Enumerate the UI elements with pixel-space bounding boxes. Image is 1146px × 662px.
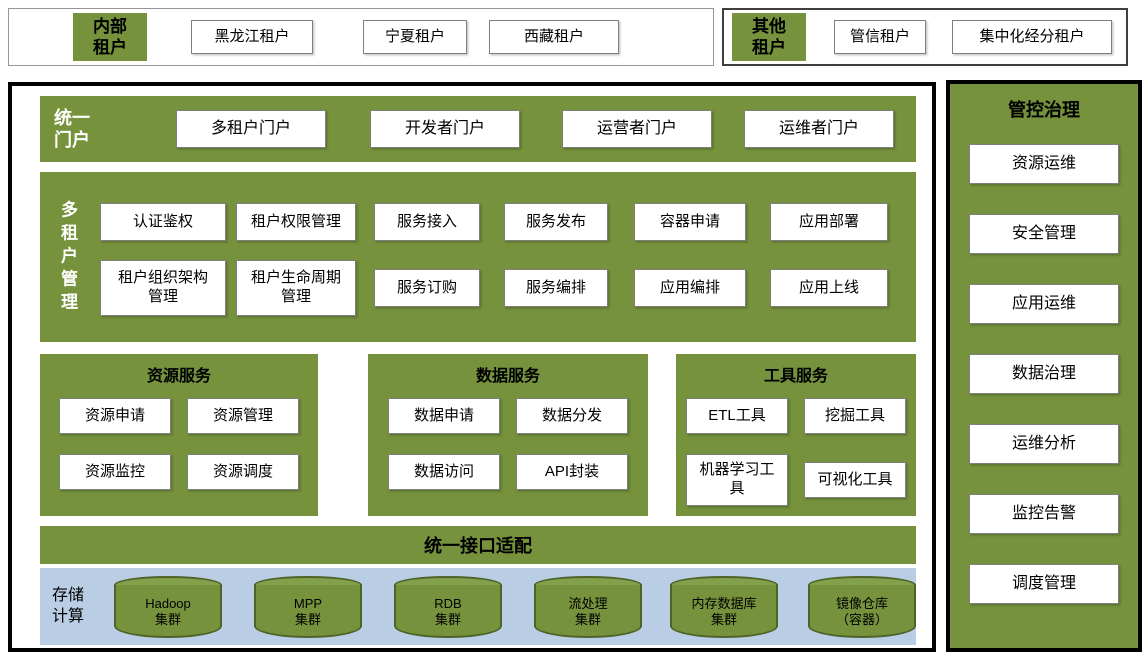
tool-services-block: 工具服务 ETL工具 挖掘工具 机器学习工具 可视化工具	[676, 354, 916, 516]
cylinder-body-icon	[114, 584, 222, 638]
cylinder-body-icon	[670, 584, 778, 638]
tenant-box: 集中化经分租户	[952, 20, 1112, 54]
tool-services-grid: ETL工具 挖掘工具 机器学习工具 可视化工具	[676, 398, 916, 506]
cluster-suffix: （容器）	[835, 611, 888, 627]
governance-title: 管控治理	[1008, 100, 1080, 120]
resource-services-grid: 资源申请 资源管理 资源监控 资源调度	[40, 398, 318, 490]
governance-items: 资源运维 安全管理 应用运维 数据治理 运维分析 监控告警 调度管理	[950, 144, 1138, 604]
tm-box: 租户组织架构管理	[100, 260, 226, 316]
tenant-box: 管信租户	[834, 20, 926, 54]
cluster-name: MPP	[293, 595, 323, 611]
storage-compute-label: 存储计算	[52, 586, 85, 625]
internal-tenants-label: 内部租户	[73, 13, 147, 61]
tm-box: 应用部署	[770, 203, 888, 241]
data-services-block: 数据服务 数据申请 数据分发 数据访问 API封装	[368, 354, 648, 516]
cluster-label: 流处理 集群	[536, 588, 640, 636]
mpp-cluster-cylinder: MPP 集群	[254, 575, 362, 638]
cluster-suffix: 集群	[434, 611, 461, 627]
resource-services-title: 资源服务	[146, 368, 211, 385]
tm-box: 认证鉴权	[100, 203, 226, 241]
cylinder-body-icon	[394, 584, 502, 638]
service-box: 数据访问	[388, 454, 500, 490]
tm-box: 服务订购	[374, 269, 480, 307]
portal-label: 统一门户	[54, 107, 90, 151]
governance-item: 运维分析	[969, 424, 1119, 464]
stream-cluster-cylinder: 流处理 集群	[534, 575, 642, 638]
tenant-box: 西藏租户	[489, 20, 619, 54]
cylinder-body-icon	[534, 584, 642, 638]
tm-box: 应用上线	[770, 269, 888, 307]
portal-row: 统一门户 多租户门户 开发者门户 运营者门户 运维者门户	[40, 96, 916, 162]
governance-item: 资源运维	[969, 144, 1119, 184]
platform-box: 统一门户 多租户门户 开发者门户 运营者门户 运维者门户 多租户管理 认证鉴权 …	[8, 82, 936, 652]
portal-box: 开发者门户	[370, 110, 520, 148]
tm-box: 服务发布	[504, 203, 608, 241]
tenant-management-row1: 认证鉴权 租户权限管理 服务接入 服务发布 容器申请 应用部署	[100, 203, 888, 241]
internal-tenants-group: 内部租户 黑龙江租户 宁夏租户 西藏租户	[8, 8, 714, 66]
data-services-title: 数据服务	[475, 368, 540, 385]
cluster-suffix: 集群	[294, 611, 321, 627]
tm-box: 应用编排	[634, 269, 746, 307]
service-box: 数据分发	[516, 398, 628, 434]
tenant-management-label: 多租户管理	[61, 200, 78, 312]
tm-box: 服务编排	[504, 269, 608, 307]
service-box: 资源监控	[59, 454, 171, 490]
cluster-label: 内存数据库 集群	[672, 588, 776, 636]
tm-box: 租户权限管理	[236, 203, 356, 241]
cylinder-body-icon	[808, 584, 916, 638]
resource-services-block: 资源服务 资源申请 资源管理 资源监控 资源调度	[40, 354, 318, 516]
cluster-name: 流处理	[568, 595, 608, 611]
governance-item: 应用运维	[969, 284, 1119, 324]
service-box: API封装	[516, 454, 628, 490]
cluster-suffix: 集群	[710, 611, 737, 627]
storage-compute-row: 存储计算 Hadoop 集群 MPP 集群	[40, 568, 916, 645]
cluster-name: Hadoop	[145, 595, 191, 611]
cluster-suffix: 集群	[154, 611, 181, 627]
cluster-name: 内存数据库	[691, 595, 757, 611]
tm-box: 租户生命周期管理	[236, 260, 356, 316]
governance-item: 安全管理	[969, 214, 1119, 254]
rdb-cluster-cylinder: RDB 集群	[394, 575, 502, 638]
service-box: 挖掘工具	[804, 398, 906, 434]
other-tenants-label: 其他租户	[732, 13, 806, 61]
governance-item: 监控告警	[969, 494, 1119, 534]
service-box: 资源调度	[187, 454, 299, 490]
cylinder-body-icon	[254, 584, 362, 638]
tenant-box: 宁夏租户	[363, 20, 467, 54]
governance-item: 调度管理	[969, 564, 1119, 604]
service-box: 资源管理	[187, 398, 299, 434]
service-box: 数据申请	[388, 398, 500, 434]
service-box: 可视化工具	[804, 462, 906, 498]
tool-services-title: 工具服务	[763, 368, 828, 385]
portal-box: 运营者门户	[562, 110, 712, 148]
governance-sidebar: 管控治理 资源运维 安全管理 应用运维 数据治理 运维分析 监控告警 调度管理	[946, 80, 1142, 652]
service-box: ETL工具	[686, 398, 788, 434]
cluster-label: MPP 集群	[256, 588, 360, 636]
service-box: 资源申请	[59, 398, 171, 434]
tm-box: 服务接入	[374, 203, 480, 241]
tenant-management-block: 多租户管理 认证鉴权 租户权限管理 服务接入 服务发布 容器申请 应用部署 租户…	[40, 172, 916, 342]
portal-box: 多租户门户	[176, 110, 326, 148]
inmemory-db-cluster-cylinder: 内存数据库 集群	[670, 575, 778, 638]
adapter-bar: 统一接口适配	[40, 526, 916, 564]
governance-item: 数据治理	[969, 354, 1119, 394]
cluster-label: RDB 集群	[396, 588, 500, 636]
cluster-suffix: 集群	[574, 611, 601, 627]
image-registry-cylinder: 镜像仓库 （容器）	[808, 575, 916, 638]
service-box: 机器学习工具	[686, 454, 788, 506]
cluster-label: 镜像仓库 （容器）	[810, 588, 914, 636]
portal-box: 运维者门户	[744, 110, 894, 148]
cluster-name: 镜像仓库	[835, 595, 888, 611]
hadoop-cluster-cylinder: Hadoop 集群	[114, 575, 222, 638]
tm-box: 容器申请	[634, 203, 746, 241]
cluster-name: RDB	[434, 595, 462, 611]
other-tenants-group: 其他租户 管信租户 集中化经分租户	[722, 8, 1128, 66]
data-services-grid: 数据申请 数据分发 数据访问 API封装	[368, 398, 648, 490]
tenant-management-row2: 租户组织架构管理 租户生命周期管理 服务订购 服务编排 应用编排 应用上线	[100, 260, 888, 316]
tenant-box: 黑龙江租户	[191, 20, 313, 54]
cluster-label: Hadoop 集群	[116, 588, 220, 636]
